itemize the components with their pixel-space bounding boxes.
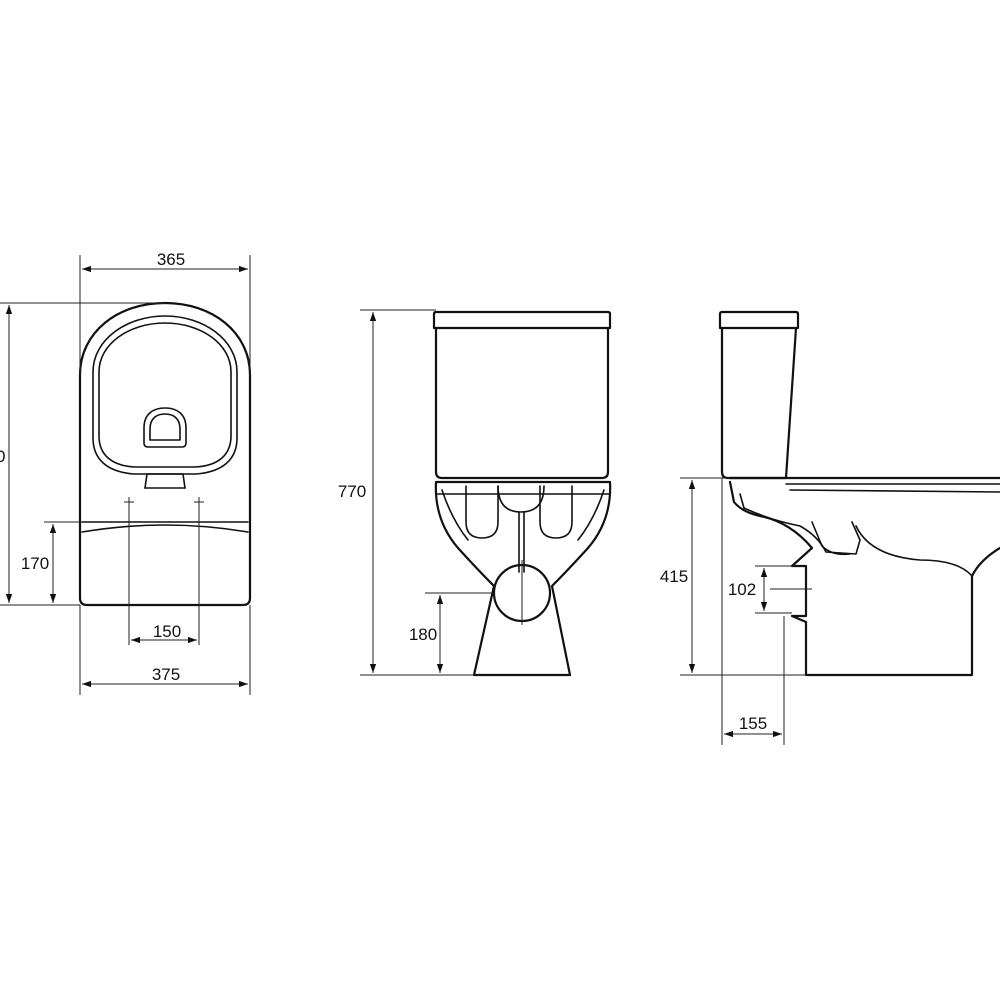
dim-label-170: 170 [21, 554, 49, 573]
front-cistern-body [434, 326, 610, 480]
dim-width-bottom: 375 [79, 605, 251, 695]
top-cistern-base [81, 524, 249, 533]
dim-label-155: 155 [739, 714, 767, 733]
side-view: 415 102 155 [660, 310, 1000, 745]
top-view: 365 0 170 150 375 [0, 250, 252, 695]
dim-label-770: 770 [338, 482, 366, 501]
dim-label-depth-partial: 0 [0, 447, 5, 466]
dim-seat-height: 415 [660, 477, 806, 676]
dim-label-150: 150 [153, 622, 181, 641]
front-view: 770 180 [338, 309, 612, 677]
dim-wall-offset: 155 [721, 478, 785, 745]
dim-width-top: 365 [79, 250, 251, 375]
side-cistern-body [720, 326, 798, 480]
dim-connection-height: 102 [728, 565, 792, 614]
front-rim-right [539, 485, 573, 539]
dim-label-180: 180 [409, 625, 437, 644]
front-cistern-lid [432, 310, 612, 330]
front-bowl [434, 480, 612, 677]
dim-outlet-center: 180 [409, 592, 494, 673]
dim-label-102: 102 [728, 580, 756, 599]
dim-overall-height: 770 [338, 309, 474, 676]
top-flush-opening [143, 407, 187, 448]
side-trap [739, 493, 861, 555]
top-seat-ring [92, 315, 238, 475]
dim-label-375: 375 [152, 665, 180, 684]
top-fixing-crosses [124, 497, 204, 645]
top-seat-inner [98, 322, 232, 468]
front-rim-left [465, 485, 499, 539]
top-bowl-outline [78, 301, 252, 607]
side-bowl-front [728, 480, 1000, 677]
dim-label-365: 365 [157, 250, 185, 269]
dim-depth-partial: 0 [0, 302, 165, 606]
dim-label-415: 415 [660, 567, 688, 586]
top-hinge-notch [144, 473, 186, 489]
dim-fixing-spacing: 150 [131, 622, 197, 644]
dim-outlet-height: 170 [21, 521, 82, 603]
side-cistern-lid [718, 310, 800, 330]
